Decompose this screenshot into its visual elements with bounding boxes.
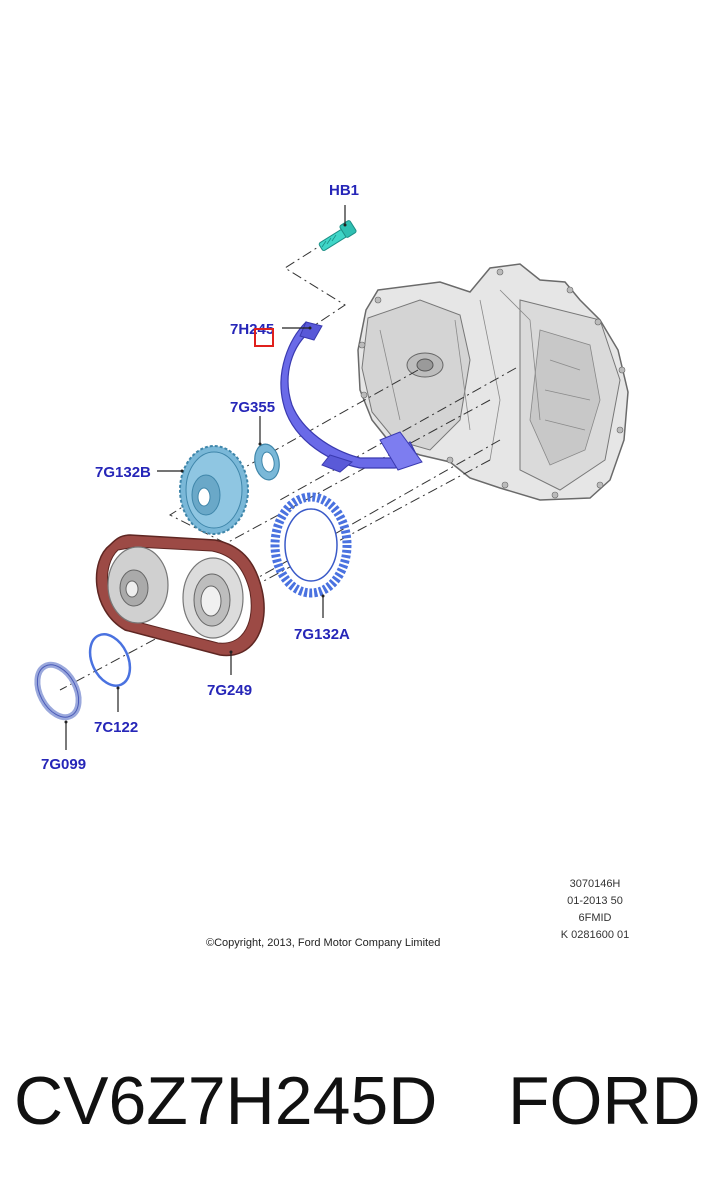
illustration-metadata: 3070146H 01-2013 50 6FMID K 0281600 01 <box>540 876 650 944</box>
thrust-washer-7g355[interactable] <box>252 442 282 482</box>
sprocket-7g132a[interactable] <box>270 492 352 598</box>
band-7h245[interactable] <box>280 321 423 473</box>
transmission-case <box>357 263 629 501</box>
brand-name: FORD <box>508 1063 701 1139</box>
footer-band <box>0 1000 708 1200</box>
sprocket-7g132b[interactable] <box>179 445 249 535</box>
label-7g099[interactable]: 7G099 <box>41 756 87 773</box>
leader-lines <box>65 205 346 750</box>
copyright-notice: ©Copyright, 2013, Ford Motor Company Lim… <box>206 937 441 949</box>
drive-chain-7g249[interactable] <box>95 534 265 657</box>
meta-line: 01-2013 50 <box>567 895 623 907</box>
part-number: CV6Z7H245D <box>14 1063 438 1139</box>
label-7g132a[interactable]: 7G132A <box>294 626 350 643</box>
label-7g132b[interactable]: 7G132B <box>95 464 151 481</box>
meta-line: 3070146H <box>569 878 621 890</box>
label-7c122[interactable]: 7C122 <box>94 719 139 736</box>
meta-line: 6FMID <box>578 912 612 924</box>
bearing-ring-7g099[interactable] <box>29 658 87 724</box>
exploded-parts-diagram <box>29 205 629 750</box>
meta-line: K 0281600 01 <box>560 929 630 941</box>
selection-highlight <box>254 328 274 347</box>
snap-ring-7c122[interactable] <box>82 628 137 692</box>
label-7h245[interactable]: 7H245 <box>230 321 275 338</box>
label-7g249[interactable]: 7G249 <box>207 682 253 699</box>
label-7g355[interactable]: 7G355 <box>230 399 276 416</box>
label-hb1[interactable]: HB1 <box>329 182 360 199</box>
bolt-hb1[interactable] <box>318 220 357 251</box>
